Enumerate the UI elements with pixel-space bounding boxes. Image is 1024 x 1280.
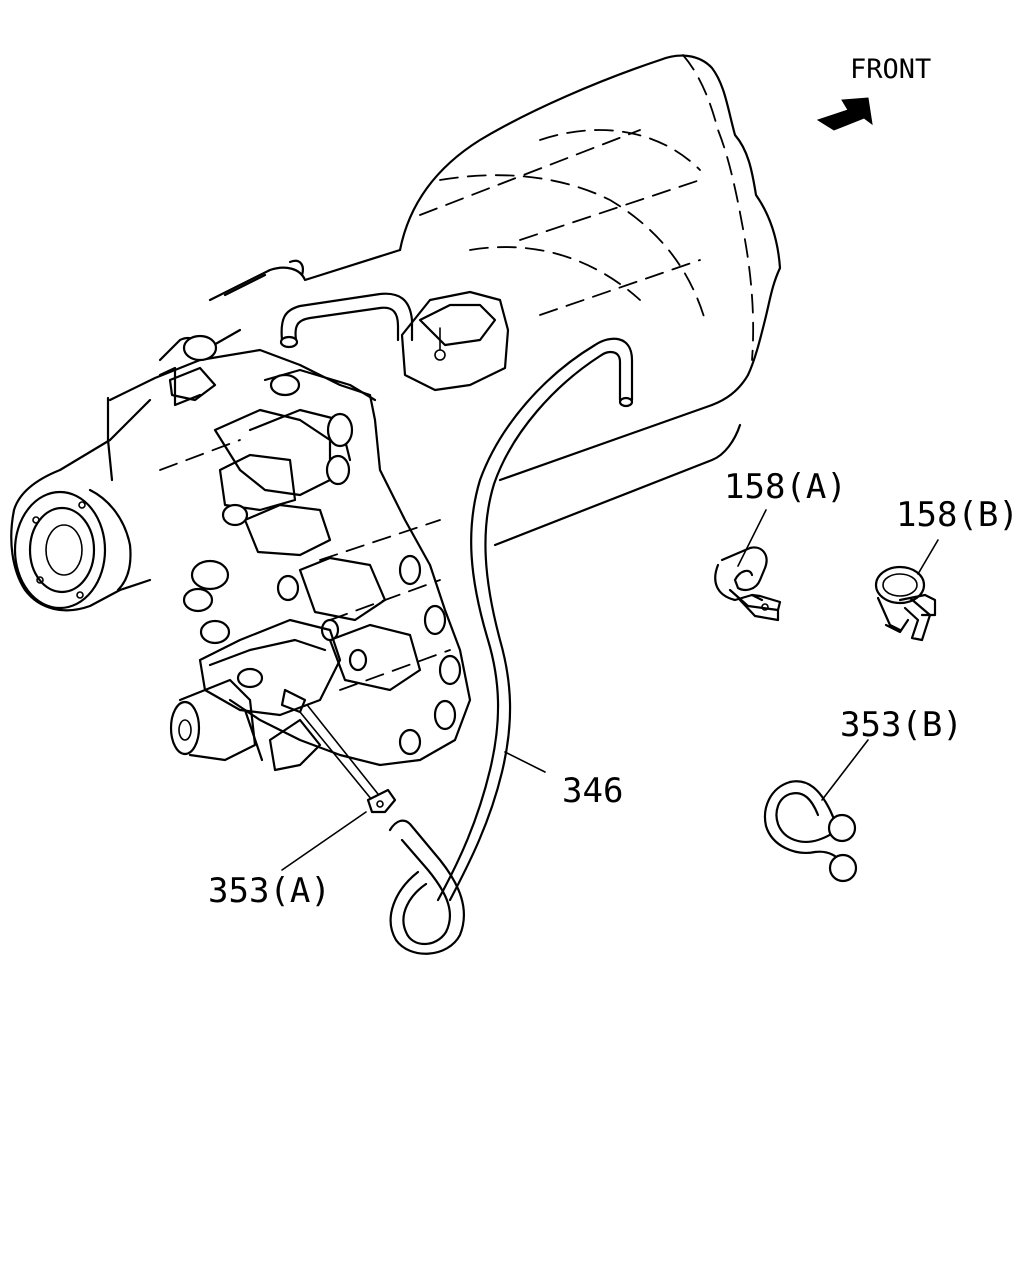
label-353b: 353(B) <box>840 705 963 745</box>
front-label: FRONT <box>850 54 931 85</box>
label-353a: 353(A) <box>208 871 331 911</box>
label-158a: 158(A) <box>724 467 847 507</box>
clamp-158b <box>874 565 937 642</box>
bell-housing <box>398 54 782 547</box>
clip-353b <box>763 780 858 883</box>
transmission-case <box>106 248 472 767</box>
actuator-assembly <box>169 559 379 801</box>
breather-bracket <box>279 290 510 392</box>
label-158b: 158(B) <box>896 495 1019 535</box>
clip-353a <box>366 788 397 814</box>
front-arrow-icon <box>816 97 873 131</box>
output-flange <box>10 398 152 612</box>
breather-hose-346 <box>388 337 634 955</box>
label-346: 346 <box>562 771 623 811</box>
front-indicator: FRONT <box>816 54 931 131</box>
leader-lines <box>281 509 939 871</box>
clip-158a <box>714 546 782 622</box>
